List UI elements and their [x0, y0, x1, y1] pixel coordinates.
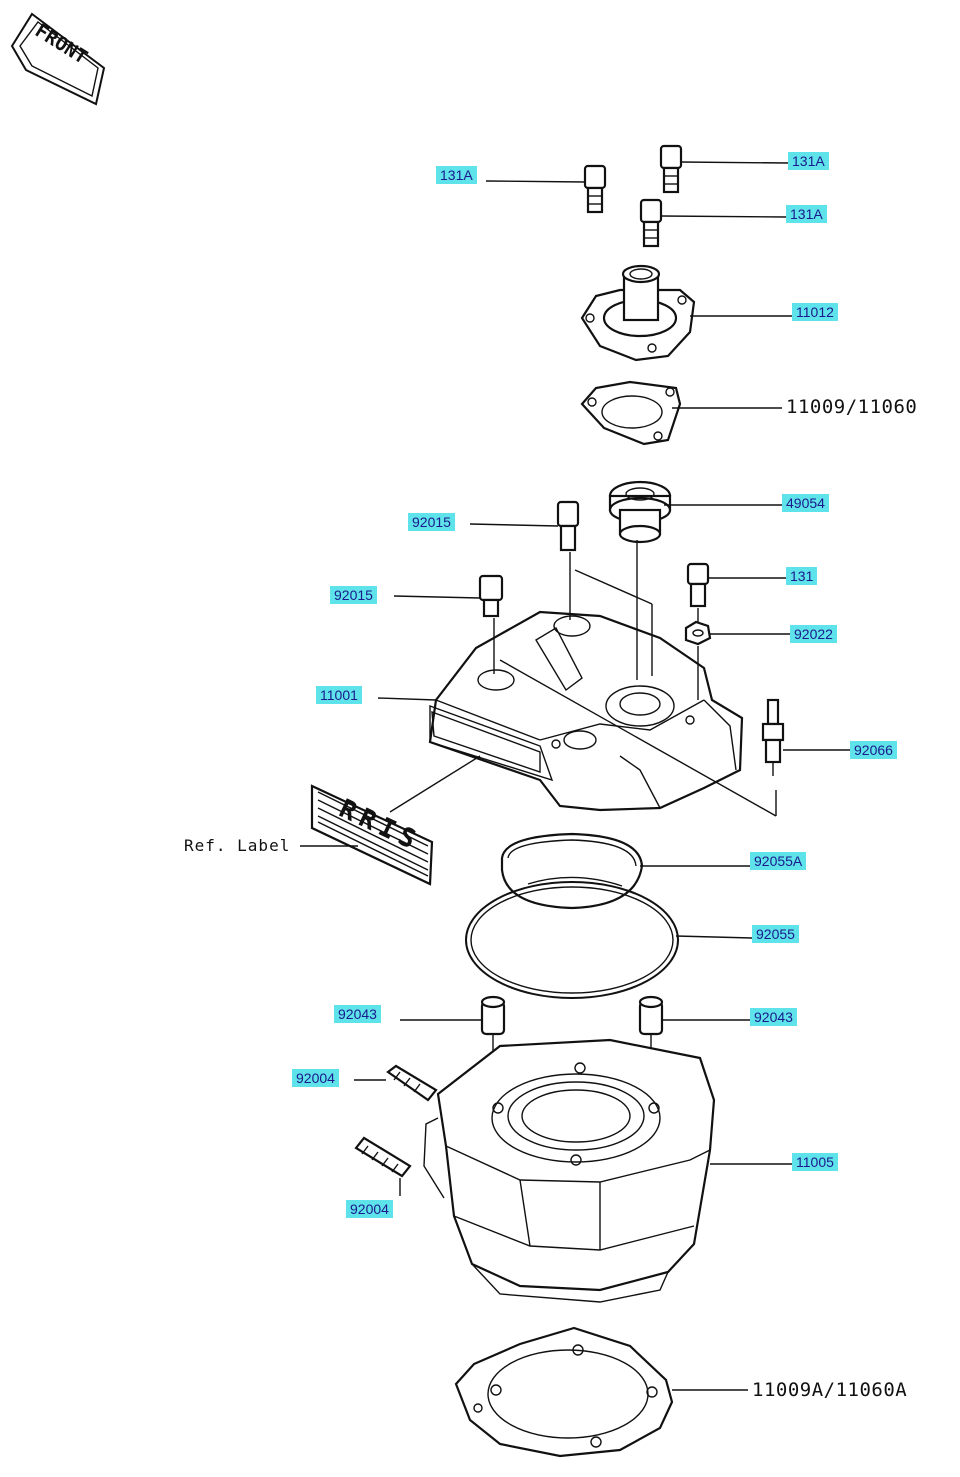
dowel-pin-right: [638, 995, 664, 1110]
base-gasket: [454, 1326, 674, 1458]
callout-92055: 92055: [752, 925, 799, 943]
cylinder-block: [423, 1038, 716, 1303]
label-11009a-11060a: 11009A/11060A: [752, 1379, 908, 1401]
cylinder-head: [428, 540, 777, 817]
callout-92066: 92066: [850, 741, 897, 759]
callout-92043-left: 92043: [334, 1005, 381, 1023]
bolt-92015-upper: [556, 500, 580, 552]
bolt-92015-lower: [478, 574, 504, 618]
label-11009-11060: 11009/11060: [786, 396, 918, 418]
washer-92022: [684, 620, 712, 646]
bolt-131a-top: [659, 144, 683, 194]
callout-92004-upper: 92004: [292, 1069, 339, 1087]
callout-92043-right: 92043: [750, 1008, 797, 1026]
bolt-131a-left: [583, 164, 607, 214]
callout-11012: 11012: [792, 303, 838, 321]
callout-11001: 11001: [316, 686, 362, 704]
stud-bolt-lower: [354, 1136, 412, 1178]
o-ring-92055a: [500, 832, 644, 910]
callout-131a-left: 131A: [436, 166, 477, 184]
spark-plug: [761, 698, 785, 816]
bolt-131a-middle: [639, 198, 663, 248]
leader-lines: [300, 161, 850, 1391]
callout-131a-middle: 131A: [786, 205, 827, 223]
callout-92015-upper: 92015: [408, 513, 455, 531]
callout-92022: 92022: [790, 625, 837, 643]
thermostat: [608, 480, 672, 544]
ref-label-text: Ref. Label: [184, 836, 291, 855]
bolt-131: [686, 562, 710, 608]
callout-92004-lower: 92004: [346, 1200, 393, 1218]
thermostat-cover: [580, 264, 696, 362]
front-tag-text: FRONT: [31, 20, 91, 69]
o-ring-92055: [465, 881, 679, 999]
callout-49054: 49054: [782, 494, 829, 512]
cover-gasket: [580, 380, 682, 446]
ref-label-plate: RRIS: [310, 784, 434, 886]
callout-92015-lower: 92015: [330, 586, 377, 604]
stud-bolt-upper: [386, 1064, 438, 1102]
callout-131: 131: [786, 567, 818, 585]
callout-92055a: 92055A: [750, 852, 807, 870]
callout-11005: 11005: [792, 1153, 838, 1171]
front-arrow-tag: FRONT: [10, 12, 106, 106]
callout-131a-top: 131A: [788, 152, 829, 170]
